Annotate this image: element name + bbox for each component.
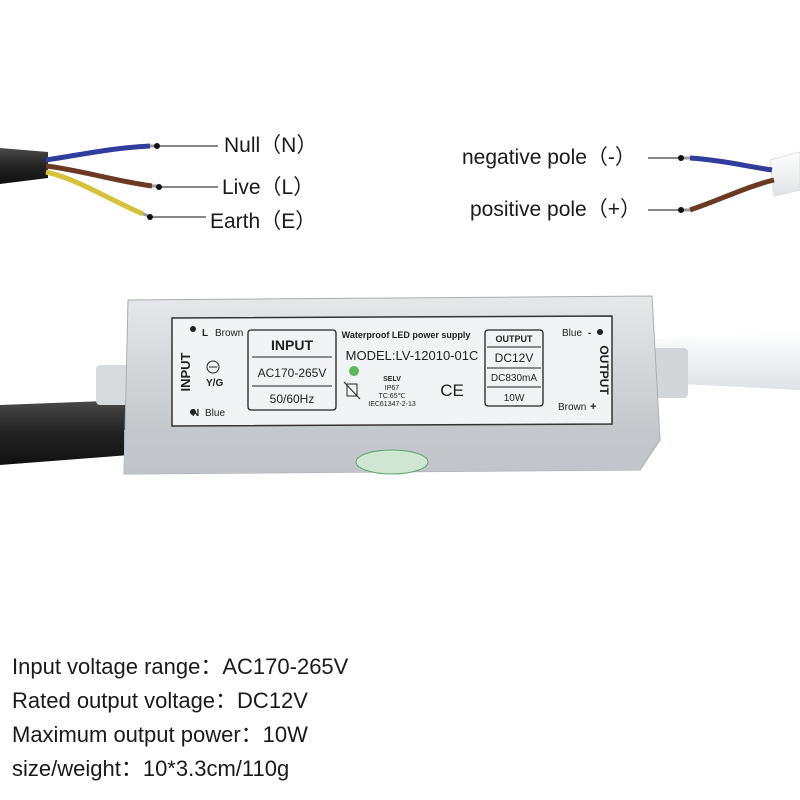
ip-rating: IP67: [385, 385, 400, 392]
input-frequency: 50/60Hz: [270, 392, 315, 406]
yg-mark: Y/G: [206, 378, 223, 389]
input-box-title: INPUT: [271, 337, 313, 353]
negative-wire: [689, 155, 773, 173]
out-blue-label: Blue: [562, 328, 582, 339]
output-spec-box: [484, 329, 544, 407]
live-label: Live（L）: [222, 176, 315, 199]
ground-icon: [206, 360, 220, 374]
product-name: Waterproof LED power supply: [342, 330, 471, 340]
n-mark: N: [192, 408, 199, 419]
live-wire: [45, 163, 153, 189]
standard: IEC61347-2-13: [368, 401, 416, 408]
l-wire-color: Brown: [215, 328, 243, 339]
earth-label: Earth（E）: [210, 210, 317, 233]
output-voltage: DC12V: [495, 351, 534, 365]
out-brown-label: Brown: [558, 402, 586, 413]
output-side-label: OUTPUT: [597, 345, 611, 395]
null-label: Null（N）: [224, 134, 318, 157]
qc-sticker: [355, 449, 429, 475]
output-box-title: OUTPUT: [496, 334, 534, 344]
rohs-icon: [349, 366, 359, 376]
input-spec-box: [247, 329, 337, 411]
output-current: DC830mA: [491, 373, 537, 384]
out-plus-label: +: [590, 401, 596, 413]
spec-input-voltage: Input voltage range：AC170-265V: [12, 654, 349, 679]
tc-rating: TC:65℃: [379, 393, 406, 400]
input-cable: [0, 143, 218, 220]
selv-mark: SELV: [383, 376, 401, 383]
spec-output-voltage: Rated output voltage：DC12V: [12, 688, 308, 713]
n-wire-color: Blue: [205, 408, 225, 419]
power-supply-unit: [0, 295, 800, 475]
spec-list: Input voltage range：AC170-265V Rated out…: [12, 650, 348, 786]
spec-output-power: Maximum output power：10W: [12, 722, 308, 747]
positive-pole-label: positive pole（+）: [470, 198, 642, 221]
input-voltage: AC170-265V: [258, 366, 327, 380]
earth-wire: [45, 169, 144, 217]
positive-wire: [689, 177, 775, 213]
output-cable: [648, 151, 800, 213]
out-minus-label: -: [588, 328, 591, 339]
output-power: 10W: [504, 393, 525, 404]
spec-size-weight: size/weight：10*3.3cm/110g: [12, 756, 290, 781]
input-side-label: INPUT: [178, 352, 193, 391]
label-panel: INPUT L Brown Y/G N Blue INPUT AC170-265…: [178, 326, 611, 419]
null-wire: [45, 143, 151, 163]
l-mark: L: [202, 328, 208, 339]
weee-bin-icon: [346, 383, 358, 397]
model-number: MODEL:LV-12010-01C: [346, 348, 479, 363]
negative-pole-label: negative pole（-）: [462, 146, 636, 169]
ce-mark: CE: [440, 381, 464, 400]
